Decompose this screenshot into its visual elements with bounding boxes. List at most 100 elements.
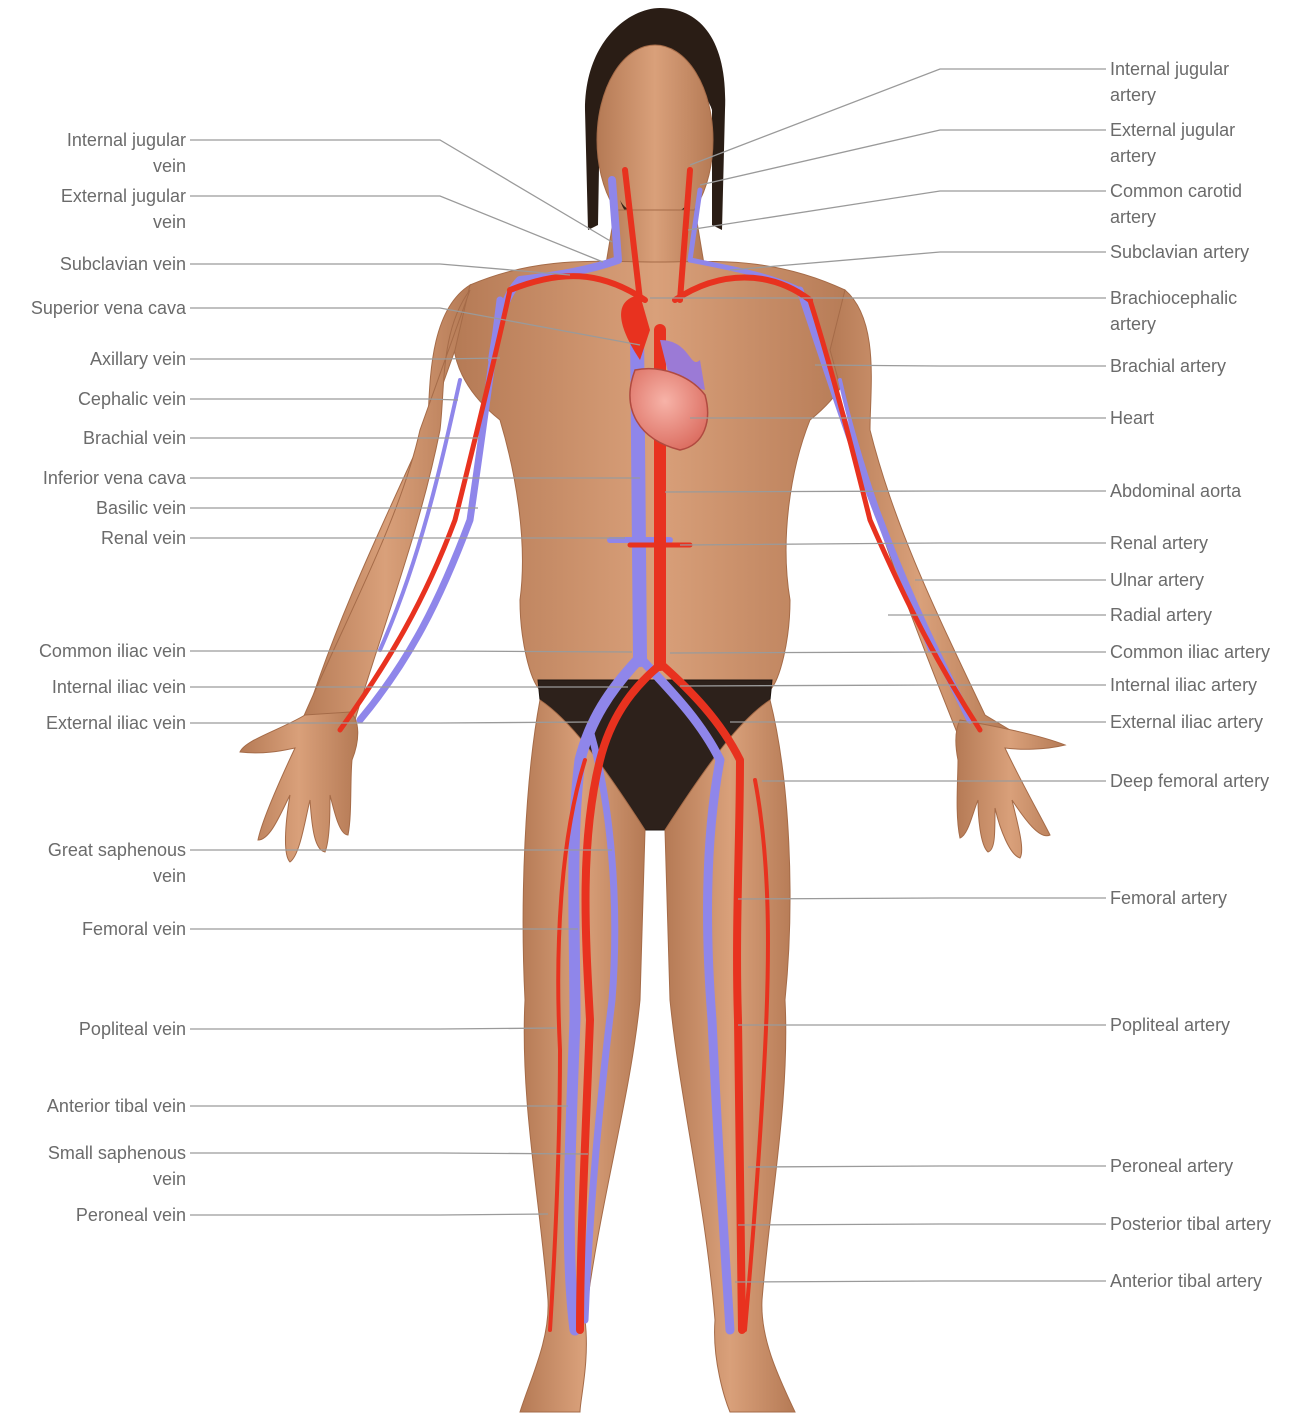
common-iliac-vein-label: Common iliac vein	[39, 638, 186, 664]
subclavian-vein-label-line-1: Subclavian vein	[60, 251, 186, 277]
external-iliac-artery-label: External iliac artery	[1110, 709, 1263, 735]
left-hand	[240, 712, 358, 862]
external-iliac-vein-label: External iliac vein	[46, 710, 186, 736]
subclavian-artery-label: Subclavian artery	[1110, 239, 1249, 265]
internal-jugular-vein-label-line-1: Internal jugular	[67, 127, 186, 153]
great-saphenous-vein-label-line-2: vein	[48, 863, 186, 889]
brachial-artery-label-line-1: Brachial artery	[1110, 353, 1226, 379]
popliteal-vein-label-line-1: Popliteal vein	[79, 1016, 186, 1042]
common-iliac-vein-label-line-1: Common iliac vein	[39, 638, 186, 664]
external-iliac-vein-leader-line	[190, 722, 590, 723]
posterior-tibial-artery-label: Posterior tibal artery	[1110, 1211, 1271, 1237]
internal-iliac-vein-label-line-1: Internal iliac vein	[52, 674, 186, 700]
internal-jugular-artery-leader-line	[690, 69, 1106, 165]
radial-artery-label: Radial artery	[1110, 602, 1212, 628]
external-jugular-vein-label-line-2: vein	[61, 209, 186, 235]
inferior-vena-cava-label: Inferior vena cava	[43, 465, 186, 491]
popliteal-artery-label: Popliteal artery	[1110, 1012, 1230, 1038]
femoral-vein-label: Femoral vein	[82, 916, 186, 942]
popliteal-vein-label: Popliteal vein	[79, 1016, 186, 1042]
anterior-tibial-artery-label: Anterior tibal artery	[1110, 1268, 1262, 1294]
anterior-tibial-artery-leader-line	[735, 1281, 1106, 1282]
heart-label-line-1: Heart	[1110, 405, 1154, 431]
femoral-artery-label-line-1: Femoral artery	[1110, 885, 1227, 911]
internal-iliac-vein-label: Internal iliac vein	[52, 674, 186, 700]
brachial-artery-leader-line	[815, 365, 1106, 366]
posterior-tibial-artery-leader-line	[738, 1224, 1106, 1225]
popliteal-vein-leader-line	[190, 1028, 556, 1029]
right-hand	[956, 720, 1065, 858]
renal-artery-label: Renal artery	[1110, 530, 1208, 556]
great-saphenous-vein-label-line-1: Great saphenous	[48, 837, 186, 863]
axillary-vein-label-line-1: Axillary vein	[90, 346, 186, 372]
common-carotid-artery-label-line-1: Common carotid	[1110, 178, 1242, 204]
peroneal-vein-label: Peroneal vein	[76, 1202, 186, 1228]
popliteal-artery-label-line-1: Popliteal artery	[1110, 1012, 1230, 1038]
internal-iliac-artery-label: Internal iliac artery	[1110, 672, 1257, 698]
common-iliac-artery-leader-line	[670, 652, 1106, 653]
cephalic-vein-leader-line	[190, 399, 458, 400]
cephalic-vein-label-line-1: Cephalic vein	[78, 386, 186, 412]
heart-label: Heart	[1110, 405, 1154, 431]
ulnar-artery-label: Ulnar artery	[1110, 567, 1204, 593]
subclavian-artery-leader-line	[730, 252, 1106, 270]
superior-vena-cava-label: Superior vena cava	[31, 295, 186, 321]
external-jugular-artery-label-line-1: External jugular	[1110, 117, 1235, 143]
superior-vena-cava-label-line-1: Superior vena cava	[31, 295, 186, 321]
external-jugular-vein-leader-line	[190, 196, 603, 262]
abdominal-aorta-label-line-1: Abdominal aorta	[1110, 478, 1241, 504]
radial-artery-label-line-1: Radial artery	[1110, 602, 1212, 628]
cephalic-vein-label: Cephalic vein	[78, 386, 186, 412]
renal-vein-label-line-1: Renal vein	[101, 525, 186, 551]
anterior-tibial-vein-label: Anterior tibal vein	[47, 1093, 186, 1119]
axillary-vein-leader-line	[190, 358, 500, 359]
internal-jugular-vein-leader-line	[190, 140, 612, 242]
peroneal-vein-label-line-1: Peroneal vein	[76, 1202, 186, 1228]
peroneal-artery-label-line-1: Peroneal artery	[1110, 1153, 1233, 1179]
right-arm	[830, 290, 1010, 740]
deep-femoral-artery-label-line-1: Deep femoral artery	[1110, 768, 1269, 794]
abdominal-aorta-label: Abdominal aorta	[1110, 478, 1241, 504]
basilic-vein-label-line-1: Basilic vein	[96, 495, 186, 521]
renal-vein-label: Renal vein	[101, 525, 186, 551]
subclavian-vein-label: Subclavian vein	[60, 251, 186, 277]
subclavian-artery-label-line-1: Subclavian artery	[1110, 239, 1249, 265]
common-iliac-artery-label: Common iliac artery	[1110, 639, 1270, 665]
femoral-vein-label-line-1: Femoral vein	[82, 916, 186, 942]
femoral-artery-label: Femoral artery	[1110, 885, 1227, 911]
brachial-artery-label: Brachial artery	[1110, 353, 1226, 379]
basilic-vein-label: Basilic vein	[96, 495, 186, 521]
brachial-vein-label: Brachial vein	[83, 425, 186, 451]
internal-iliac-artery-label-line-1: Internal iliac artery	[1110, 672, 1257, 698]
axillary-vein-label: Axillary vein	[90, 346, 186, 372]
peroneal-artery-leader-line	[748, 1166, 1106, 1167]
posterior-tibial-artery-label-line-1: Posterior tibal artery	[1110, 1211, 1271, 1237]
external-iliac-artery-label-line-1: External iliac artery	[1110, 709, 1263, 735]
small-saphenous-vein-label-line-1: Small saphenous	[48, 1140, 186, 1166]
inferior-vena-cava-label-line-1: Inferior vena cava	[43, 465, 186, 491]
external-jugular-vein-label-line-1: External jugular	[61, 183, 186, 209]
small-saphenous-vein-label-line-2: vein	[48, 1166, 186, 1192]
common-carotid-artery-label-line-2: artery	[1110, 204, 1242, 230]
internal-jugular-artery-label-line-1: Internal jugular	[1110, 56, 1229, 82]
anterior-tibial-vein-label-line-1: Anterior tibal vein	[47, 1093, 186, 1119]
common-carotid-artery-leader-line	[688, 191, 1106, 230]
deep-femoral-artery-label: Deep femoral artery	[1110, 768, 1269, 794]
brachiocephalic-artery-label-line-2: artery	[1110, 311, 1237, 337]
internal-jugular-vein-label-line-2: vein	[67, 153, 186, 179]
ulnar-artery-label-line-1: Ulnar artery	[1110, 567, 1204, 593]
internal-jugular-artery-label-line-2: artery	[1110, 82, 1229, 108]
femoral-artery-leader-line	[738, 898, 1106, 899]
brachial-vein-label-line-1: Brachial vein	[83, 425, 186, 451]
external-jugular-artery-label: External jugularartery	[1110, 117, 1235, 169]
peroneal-artery-label: Peroneal artery	[1110, 1153, 1233, 1179]
peroneal-vein-leader-line	[190, 1214, 548, 1215]
